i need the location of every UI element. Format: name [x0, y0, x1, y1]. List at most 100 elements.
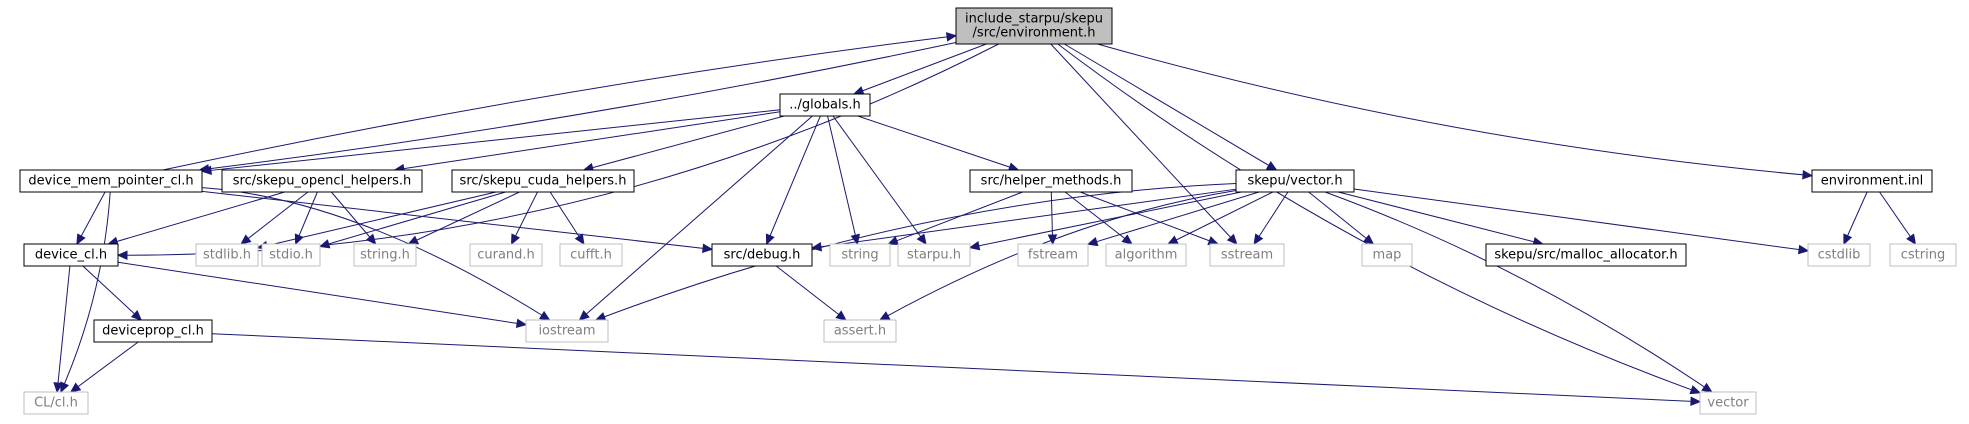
- edge-env-to-globals: [853, 43, 987, 95]
- node-box-cufft: [559, 243, 623, 267]
- arrowhead-vector_h-to-algorithm: [1167, 235, 1179, 245]
- node-box-sstream: [1209, 243, 1285, 267]
- dependency-edges: [53, 32, 1917, 407]
- edge-cuda-to-stringh: [408, 191, 520, 245]
- node-starpu: starpu.h: [897, 243, 971, 267]
- node-label-globals: ../globals.h: [789, 98, 860, 113]
- edge-globals-to-iostream: [579, 115, 813, 321]
- edge-vector_h-to-fstream: [1087, 191, 1260, 245]
- node-box-stringh: [353, 243, 417, 267]
- edge-vector_h-to-map: [1308, 191, 1374, 245]
- edge-vector_h-to-starpu: [969, 191, 1242, 249]
- node-label-assert: assert.h: [834, 324, 886, 339]
- arrowhead-helper-to-algorithm: [1121, 234, 1133, 245]
- node-label-envinl: environment.inl: [1821, 174, 1923, 189]
- arrowhead-vector_h-to-assert: [878, 311, 891, 321]
- edge-globals-to-debug: [766, 115, 821, 245]
- node-dmp[interactable]: device_mem_pointer_cl.h: [19, 169, 203, 193]
- arrowhead-vector_h-to-sstream: [1253, 233, 1264, 246]
- arrowhead-devprop-to-clcl: [69, 382, 82, 393]
- node-sstream: sstream: [1209, 243, 1285, 267]
- node-box-stdlib: [195, 243, 259, 267]
- arrowhead-envinl-to-cstdlib: [1843, 233, 1853, 246]
- edge-globals-to-dmp: [201, 109, 781, 172]
- node-algorithm: algorithm: [1105, 243, 1187, 267]
- edge-helper-to-sstream: [1079, 191, 1219, 245]
- edge-dmp-to-iostream: [201, 187, 550, 321]
- node-label-cstring: cstring: [1901, 248, 1945, 263]
- edge-env-to-envinl: [1097, 43, 1813, 177]
- node-box-helper: [969, 169, 1133, 193]
- node-box-starpu: [897, 243, 971, 267]
- node-vector: vector: [1699, 391, 1757, 415]
- node-iostream: iostream: [525, 319, 609, 343]
- arrowhead-globals-to-dmp: [200, 165, 212, 176]
- node-box-algorithm: [1105, 243, 1187, 267]
- node-helper[interactable]: src/helper_methods.h: [969, 169, 1133, 193]
- node-label-starpu: starpu.h: [907, 248, 961, 263]
- arrowhead-dmp-to-env: [945, 32, 958, 42]
- edge-vector_h-to-algorithm: [1167, 191, 1274, 245]
- edge-cuda-to-stdio: [319, 191, 506, 247]
- node-ocl[interactable]: src/skepu_opencl_helpers.h: [221, 169, 423, 193]
- node-label-dmp: device_mem_pointer_cl.h: [28, 174, 193, 189]
- edge-vector_h-to-assert: [879, 190, 1237, 321]
- edge-env-to-dmp: [199, 42, 957, 171]
- node-cuda[interactable]: src/skepu_cuda_helpers.h: [451, 169, 635, 193]
- edge-devcl-to-clcl: [56, 265, 71, 393]
- arrowhead-vector_h-to-debug: [810, 242, 823, 252]
- node-box-globals: [779, 93, 871, 117]
- arrowhead-vector_h-to-vector: [1701, 382, 1713, 393]
- node-stringh: string.h: [353, 243, 417, 267]
- node-label-stringh: string.h: [360, 248, 410, 263]
- node-label-cstdlib: cstdlib: [1818, 248, 1861, 263]
- node-malloc[interactable]: skepu/src/malloc_allocator.h: [1485, 243, 1687, 267]
- arrowhead-cuda-to-stdio: [318, 239, 331, 249]
- arrowhead-globals-to-debug: [765, 233, 775, 246]
- edge-devcl-to-devprop: [82, 265, 142, 321]
- node-debug[interactable]: src/debug.h: [711, 243, 813, 267]
- edge-cuda-to-stdlib: [257, 191, 497, 249]
- arrowhead-dmp-to-debug: [702, 243, 714, 253]
- edge-devprop-to-vector: [211, 333, 1701, 403]
- node-label-ocl: src/skepu_opencl_helpers.h: [233, 174, 411, 189]
- arrowhead-cuda-to-stringh: [407, 235, 420, 245]
- node-label-algorithm: algorithm: [1115, 248, 1178, 263]
- node-label-stdlib: stdlib.h: [203, 248, 251, 263]
- node-box-malloc: [1485, 243, 1687, 267]
- node-box-curand: [469, 243, 543, 267]
- edge-vector_h-to-vector: [1324, 191, 1713, 393]
- node-vector_h[interactable]: skepu/vector.h: [1235, 169, 1355, 193]
- edge-dmp-to-clcl: [60, 191, 111, 393]
- node-cstdlib: cstdlib: [1807, 243, 1871, 267]
- node-cufft: cufft.h: [559, 243, 623, 267]
- arrowhead-vector_h-to-cstdlib: [1797, 244, 1810, 255]
- node-label-cuda: src/skepu_cuda_helpers.h: [460, 174, 627, 189]
- arrowhead-dmp-to-clcl: [60, 381, 70, 394]
- node-stdlib: stdlib.h: [195, 243, 259, 267]
- arrowhead-helper-to-string: [887, 236, 899, 246]
- node-string: string: [829, 243, 891, 267]
- node-globals[interactable]: ../globals.h: [779, 93, 871, 117]
- edge-vector_h-to-iostream: [595, 183, 1237, 321]
- node-box-stdio: [261, 243, 321, 267]
- arrowhead-env-to-devcl: [116, 250, 128, 261]
- node-box-devprop: [93, 319, 213, 343]
- node-label-string: string: [841, 248, 878, 263]
- node-envinl[interactable]: environment.inl: [1811, 169, 1933, 193]
- node-label-cufft: cufft.h: [570, 248, 612, 263]
- arrowhead-ocl-to-stdlib: [240, 234, 252, 245]
- node-label-malloc: skepu/src/malloc_allocator.h: [1494, 248, 1677, 263]
- node-box-vector_h: [1235, 169, 1355, 193]
- node-box-cstdlib: [1807, 243, 1871, 267]
- node-devprop[interactable]: deviceprop_cl.h: [93, 319, 213, 343]
- node-devcl[interactable]: device_cl.h: [23, 243, 119, 267]
- node-env[interactable]: include_starpu/skepu/src/environment.h: [955, 7, 1113, 45]
- arrowhead-env-to-globals: [852, 86, 865, 96]
- arrowhead-cuda-to-curand: [510, 233, 521, 246]
- node-cstring: cstring: [1889, 243, 1957, 267]
- arrowhead-devprop-to-vector: [1690, 396, 1702, 407]
- arrowhead-env-to-vector: [1689, 385, 1702, 395]
- edge-globals-to-cuda: [583, 115, 785, 171]
- node-box-map: [1361, 243, 1413, 267]
